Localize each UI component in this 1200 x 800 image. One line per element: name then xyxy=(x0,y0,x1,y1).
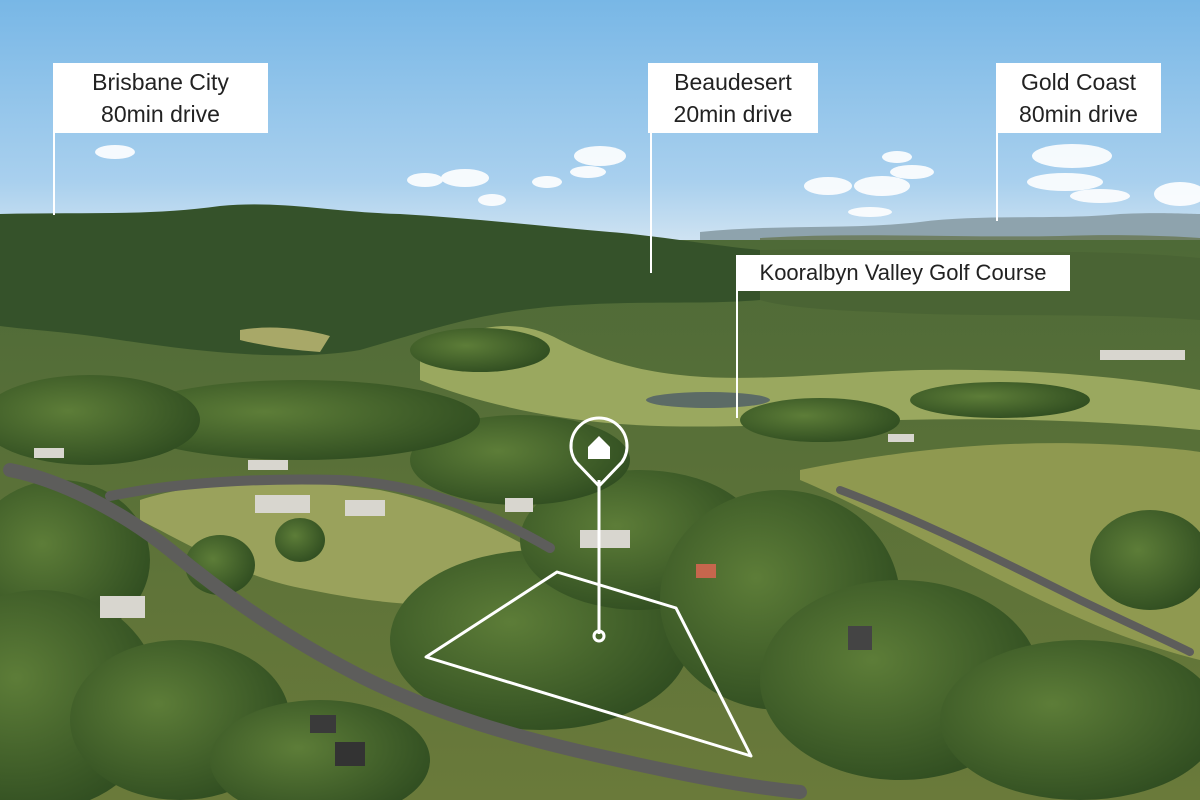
brisbane-leader xyxy=(53,133,55,215)
gold-coast-callout-time: 80min drive xyxy=(1019,101,1138,127)
gold-coast-leader xyxy=(996,133,998,221)
brisbane-callout: Brisbane City 80min drive xyxy=(53,63,268,133)
forested-ridge xyxy=(0,204,760,356)
brisbane-callout-time: 80min drive xyxy=(101,101,220,127)
beaudesert-callout-time: 20min drive xyxy=(673,101,793,127)
beaudesert-callout-title: Beaudesert xyxy=(674,69,792,95)
clouds xyxy=(95,144,1200,217)
golf-callout-text: Kooralbyn Valley Golf Course xyxy=(759,260,1047,285)
road xyxy=(3,463,807,799)
golf-lake xyxy=(646,392,770,408)
brisbane-callout-title: Brisbane City xyxy=(92,69,229,95)
gold-coast-callout: Gold Coast 80min drive xyxy=(996,63,1161,133)
houses xyxy=(34,350,1185,766)
golf-callout: Kooralbyn Valley Golf Course xyxy=(736,255,1070,291)
beaudesert-callout: Beaudesert 20min drive xyxy=(648,63,818,133)
beaudesert-leader xyxy=(650,133,652,273)
golf-leader xyxy=(736,291,738,418)
gold-coast-callout-title: Gold Coast xyxy=(1020,69,1137,95)
